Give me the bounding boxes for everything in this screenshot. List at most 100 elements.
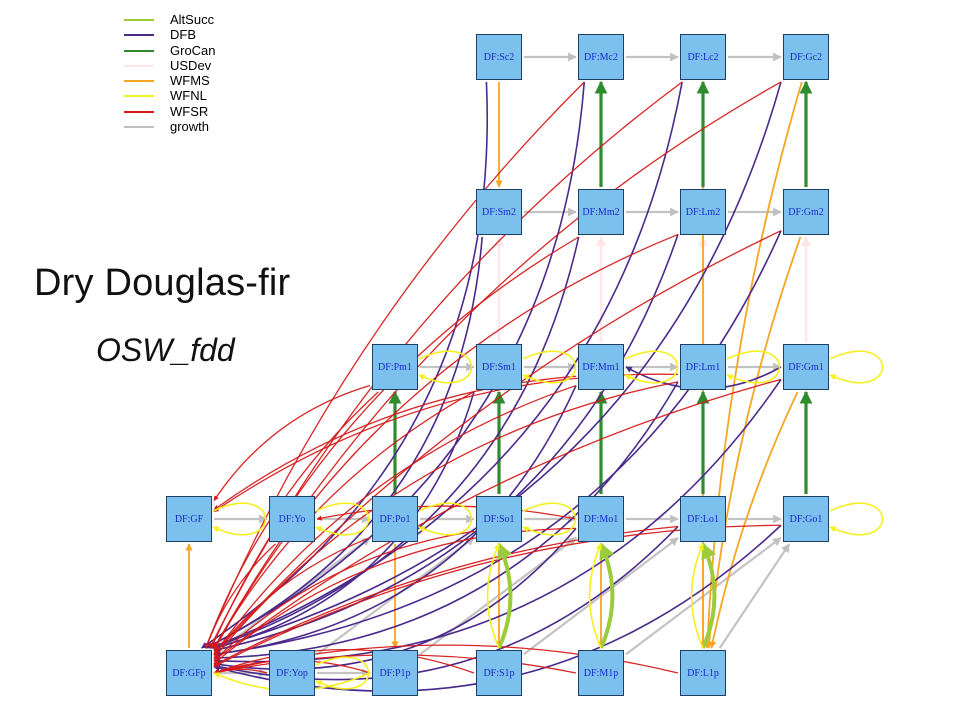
legend-swatch xyxy=(124,95,154,98)
edge-wfms-gm1-to-l1p xyxy=(709,391,799,649)
node-lo1: DF:Lo1 xyxy=(680,496,726,542)
edge-wfsr-pm1-to-gf xyxy=(213,384,371,501)
node-label: DF:Sm2 xyxy=(482,206,516,218)
edge-wfnl-gm1-to-gm1 xyxy=(829,350,884,384)
edge-wfnl-so1-to-so1 xyxy=(522,502,577,536)
legend-item-wfnl: WFNL xyxy=(118,88,258,103)
node-label: DF:Po1 xyxy=(379,513,411,525)
node-label: DF:Sc2 xyxy=(483,51,515,63)
edge-wfsr-s1p-to-gfp xyxy=(213,649,475,674)
legend-item-wfms: WFMS xyxy=(118,73,258,88)
node-po1: DF:Po1 xyxy=(372,496,418,542)
edge-wfnl-m1p-to-mo1 xyxy=(588,543,602,649)
edge-growth-l1p-to-go1 xyxy=(718,543,791,649)
edge-wfnl-sm1-to-sm1 xyxy=(522,350,577,384)
node-label: DF:Yop xyxy=(276,667,308,679)
node-gm1: DF:Gm1 xyxy=(783,344,829,390)
legend-swatch xyxy=(124,80,154,83)
edge-wfnl-po1-to-po1 xyxy=(418,502,473,536)
node-label: DF:Mm2 xyxy=(582,206,620,218)
edge-dfb-mm1-to-gfp xyxy=(213,385,577,657)
node-label: DF:Mc2 xyxy=(584,51,618,63)
edge-wfsr-so1-to-gfp xyxy=(213,530,475,662)
node-label: DF:Sm1 xyxy=(482,361,516,373)
node-label: DF:Lm1 xyxy=(685,361,721,373)
legend-label: DFB xyxy=(170,27,196,43)
legend-item-grocan: GroCan xyxy=(118,43,258,58)
node-mm2: DF:Mm2 xyxy=(578,189,624,235)
legend-swatch xyxy=(124,49,154,52)
node-label: DF:GF xyxy=(174,513,204,525)
node-label: DF:Gm1 xyxy=(788,361,824,373)
legend-label: WFSR xyxy=(170,103,209,119)
edge-wfnl-lm1-to-lm1 xyxy=(726,350,781,384)
node-label: DF:Lo1 xyxy=(687,513,719,525)
edge-altsucc-l1p-to-lo1 xyxy=(701,542,717,649)
node-m1p: DF:M1p xyxy=(578,650,624,696)
diagram-subtitle: OSW_fdd xyxy=(96,332,235,368)
edge-wfnl-go1-to-go1 xyxy=(829,502,884,536)
legend-label: WFMS xyxy=(170,73,210,89)
edge-wfsr-yo-to-gfp xyxy=(204,543,276,649)
legend-swatch xyxy=(124,34,154,37)
node-gm2: DF:Gm2 xyxy=(783,189,829,235)
edge-wfsr-sm1-to-gfp xyxy=(213,391,475,649)
edge-growth-p1p-to-mo1 xyxy=(419,536,577,656)
node-label: DF:Mm1 xyxy=(582,361,620,373)
edge-wfsr-mc2-to-gfp xyxy=(205,81,585,649)
node-label: DF:Pm1 xyxy=(378,361,412,373)
legend-item-dfb: DFB xyxy=(118,27,258,42)
legend-label: AltSucc xyxy=(170,12,215,27)
edge-wfsr-lm2-to-gfp xyxy=(213,233,679,652)
legend-swatch xyxy=(124,126,154,129)
edge-wfnl-gf-to-gf xyxy=(212,502,267,536)
node-label: DF:Gm2 xyxy=(788,206,824,218)
node-l1p: DF:L1p xyxy=(680,650,726,696)
node-s1p: DF:S1p xyxy=(476,650,522,696)
edge-wfsr-mm1-to-gf xyxy=(213,375,577,511)
node-pm1: DF:Pm1 xyxy=(372,344,418,390)
node-label: DF:Lc2 xyxy=(687,51,719,63)
node-label: DF:Lm2 xyxy=(685,206,721,218)
node-label: DF:So1 xyxy=(483,513,515,525)
node-sm2: DF:Sm2 xyxy=(476,189,522,235)
edge-wfsr-po1-to-gfp xyxy=(213,537,371,655)
edge-wfsr-gm2-to-gfp xyxy=(213,230,782,655)
edge-wfnl-mm1-to-mm1 xyxy=(624,350,679,384)
node-go1: DF:Go1 xyxy=(783,496,829,542)
edge-wfms-gm2-to-l1p xyxy=(705,236,802,649)
diagram-title: Dry Douglas-fir xyxy=(34,262,291,304)
edge-wfsr-mm2-to-gfp xyxy=(210,236,579,649)
node-label: DF:M1p xyxy=(583,667,619,679)
node-sc2: DF:Sc2 xyxy=(476,34,522,80)
node-sm1: DF:Sm1 xyxy=(476,344,522,390)
node-mm1: DF:Mm1 xyxy=(578,344,624,390)
node-label: DF:Go1 xyxy=(789,513,823,525)
node-label: DF:Gc2 xyxy=(789,51,823,63)
node-yo: DF:Yo xyxy=(269,496,315,542)
node-label: DF:P1p xyxy=(379,667,411,679)
edge-altsucc-s1p-to-so1 xyxy=(497,542,513,649)
node-label: DF:Mo1 xyxy=(583,513,619,525)
node-lc2: DF:Lc2 xyxy=(680,34,726,80)
legend-swatch xyxy=(124,19,154,21)
node-yop: DF:Yop xyxy=(269,650,315,696)
node-p1p: DF:P1p xyxy=(372,650,418,696)
node-gf: DF:GF xyxy=(166,496,212,542)
edge-wfnl-s1p-to-so1 xyxy=(486,543,500,649)
edge-wfsr-lm1-to-gfp xyxy=(213,381,679,659)
edge-wfsr-mo1-to-yo xyxy=(316,505,577,521)
edge-wfsr-mm1-to-gfp xyxy=(213,384,577,655)
legend-item-usdev: USDev xyxy=(118,58,258,73)
edge-wfsr-gm1-to-gfp xyxy=(213,378,782,662)
legend-label: USDev xyxy=(170,57,212,73)
edge-dfb-gm2-to-gfp xyxy=(213,230,782,657)
legend-swatch xyxy=(124,64,154,67)
node-label: DF:Yo xyxy=(278,513,306,525)
edge-dfb-lc2-to-gfp xyxy=(209,81,683,649)
node-so1: DF:So1 xyxy=(476,496,522,542)
node-mc2: DF:Mc2 xyxy=(578,34,624,80)
legend-item-growth: growth xyxy=(118,119,258,134)
